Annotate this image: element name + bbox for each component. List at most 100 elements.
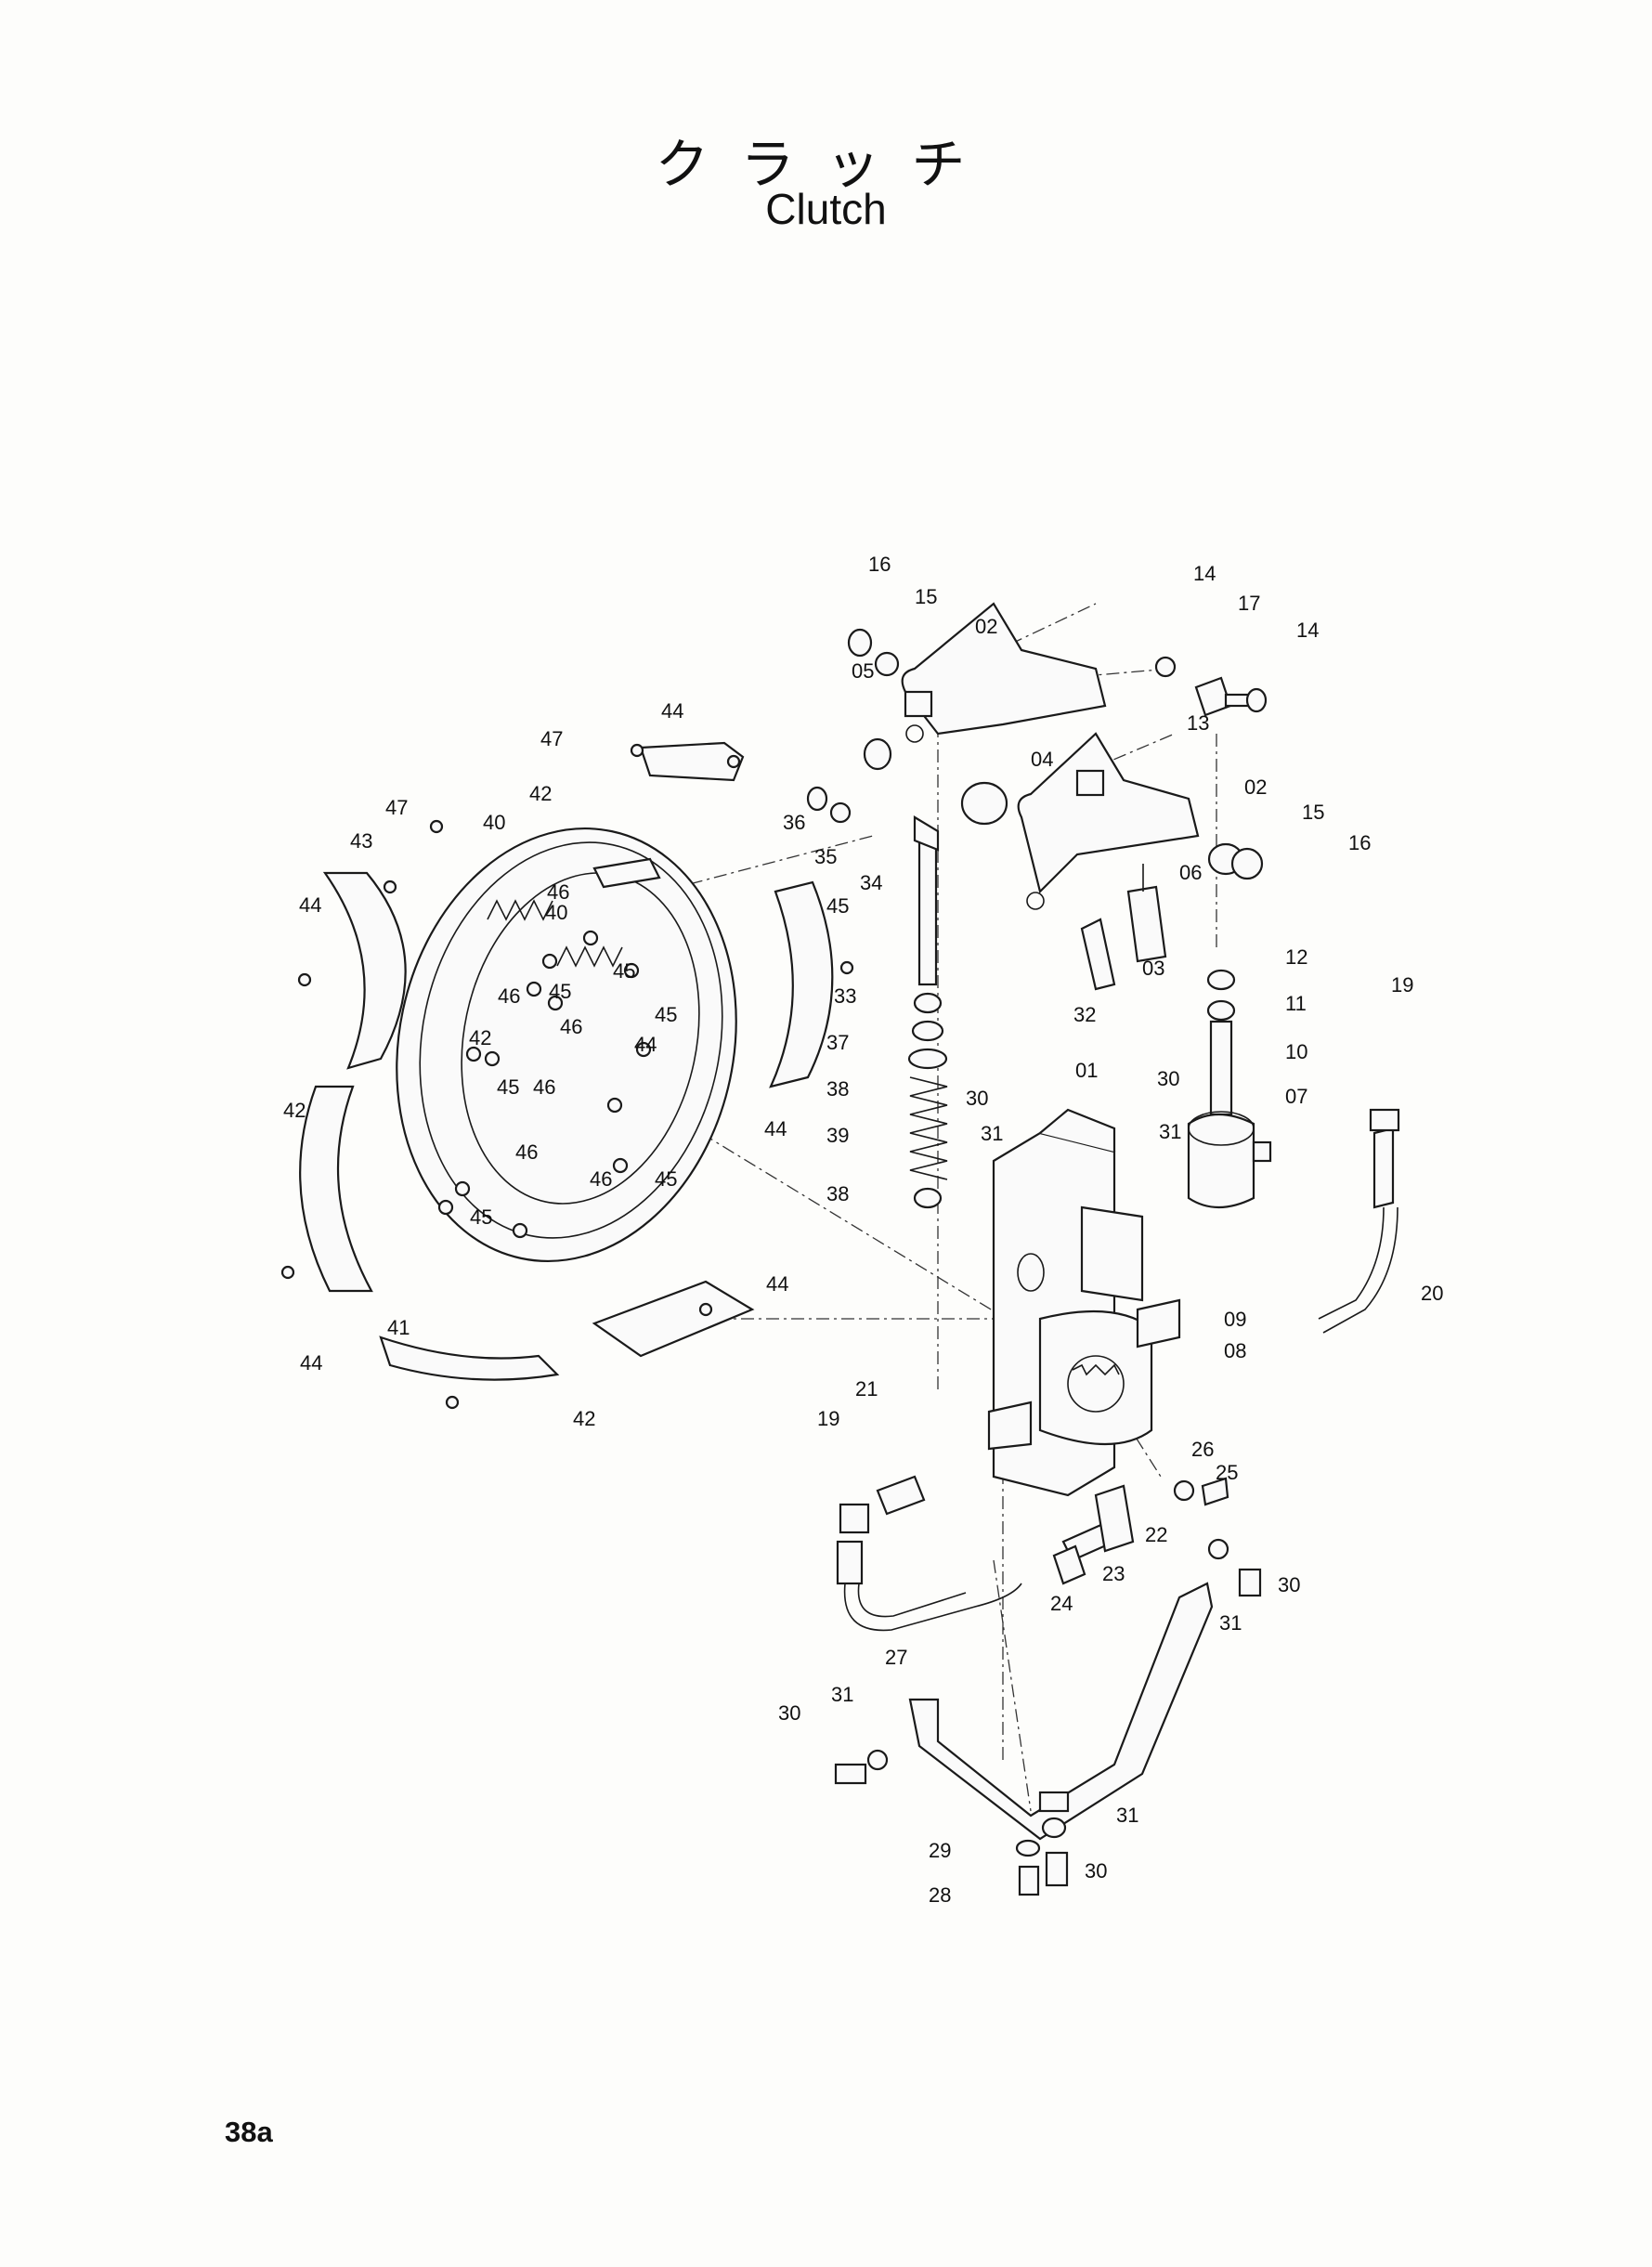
callout-38: 38 (826, 1182, 849, 1205)
callout-03: 03 (1142, 957, 1164, 980)
title-japanese: クラッチ (655, 133, 997, 196)
return-springs (487, 899, 623, 968)
callout-21: 21 (855, 1377, 878, 1401)
callout-15: 15 (1302, 801, 1324, 824)
callout-45: 45 (655, 1167, 677, 1191)
callout-16: 16 (1348, 831, 1371, 854)
callout-46: 46 (498, 984, 520, 1008)
callout-45: 45 (549, 980, 571, 1003)
callout-44: 44 (634, 1033, 657, 1056)
callout-44: 44 (299, 893, 321, 917)
callout-45: 45 (826, 894, 849, 918)
pedal-frame (834, 1538, 1262, 1896)
callout-07: 07 (1285, 1085, 1307, 1108)
callout-38: 38 (826, 1077, 849, 1101)
hose-right (1318, 1108, 1400, 1334)
callout-30: 30 (966, 1087, 988, 1110)
callout-15: 15 (915, 585, 937, 608)
title-english: Clutch (765, 185, 887, 233)
callout-11: 11 (1285, 992, 1307, 1015)
callout-32: 32 (1073, 1003, 1096, 1026)
callout-40: 40 (483, 811, 505, 834)
callout-13: 13 (1187, 711, 1209, 735)
callout-46: 46 (515, 1140, 538, 1164)
callout-14: 14 (1296, 619, 1319, 642)
fasteners-drum (280, 743, 854, 1410)
callout-36: 36 (783, 811, 805, 834)
callout-45: 45 (497, 1075, 519, 1099)
callout-31: 31 (1159, 1120, 1181, 1143)
lever-upper (901, 602, 1107, 743)
callout-16: 16 (868, 553, 891, 576)
callout-46: 46 (547, 880, 569, 904)
callout-26: 26 (1191, 1438, 1214, 1461)
callout-46: 46 (590, 1167, 612, 1191)
callout-46: 46 (533, 1075, 555, 1099)
callout-44: 44 (300, 1351, 322, 1375)
callout-04: 04 (1031, 748, 1053, 771)
pins-22-26 (1052, 1477, 1229, 1585)
brake-shoes (299, 741, 834, 1381)
clutch-drum (396, 827, 737, 1262)
callout-02: 02 (975, 615, 997, 638)
callout-40: 40 (545, 901, 567, 924)
callout-31: 31 (1116, 1804, 1138, 1827)
callout-44: 44 (764, 1117, 787, 1140)
callout-05: 05 (852, 659, 874, 683)
callout-45: 45 (655, 1003, 677, 1026)
callout-43: 43 (350, 829, 372, 853)
callout-28: 28 (929, 1883, 951, 1907)
callout-42: 42 (529, 782, 552, 805)
callout-45: 45 (613, 959, 635, 983)
callout-42: 42 (283, 1099, 306, 1122)
callout-46: 46 (560, 1015, 582, 1038)
hardware-top (847, 628, 1268, 991)
callout-19: 19 (1391, 973, 1413, 997)
callout-41: 41 (387, 1316, 410, 1339)
callout-labels: 16 15 02 05 14 17 14 13 04 02 15 16 06 03 36 35 34 33 32 12… (283, 553, 1443, 1907)
callout-47: 47 (540, 727, 563, 750)
callout-08: 08 (1224, 1339, 1246, 1362)
callout-37: 37 (826, 1031, 849, 1054)
callout-35: 35 (814, 845, 837, 868)
callout-33: 33 (834, 984, 856, 1008)
cylinder-assembly (1187, 969, 1272, 1208)
callout-06: 06 (1179, 861, 1202, 884)
callout-42: 42 (469, 1026, 491, 1049)
page-number: 38a (225, 2116, 273, 2148)
callout-27: 27 (885, 1646, 907, 1669)
lever-lower (1017, 732, 1200, 910)
callout-10: 10 (1285, 1040, 1307, 1063)
callout-01: 01 (1075, 1059, 1098, 1082)
callout-42: 42 (573, 1407, 595, 1430)
main-bracket (987, 1108, 1181, 1497)
callout-14: 14 (1193, 562, 1216, 585)
callout-25: 25 (1216, 1461, 1238, 1484)
callout-12: 12 (1285, 945, 1307, 969)
callout-29: 29 (929, 1839, 951, 1862)
callout-30: 30 (1278, 1573, 1300, 1596)
callout-34: 34 (860, 871, 882, 894)
callout-09: 09 (1224, 1308, 1246, 1331)
callout-44: 44 (661, 699, 683, 723)
spring-rod-assembly (806, 786, 948, 1209)
callout-20: 20 (1421, 1282, 1443, 1305)
hose-left (836, 1475, 1022, 1632)
callout-31: 31 (1219, 1611, 1242, 1635)
callout-39: 39 (826, 1124, 849, 1147)
callout-31: 31 (981, 1122, 1003, 1145)
callout-17: 17 (1238, 592, 1260, 615)
callout-30: 30 (1157, 1067, 1179, 1090)
callout-45: 45 (470, 1205, 492, 1229)
callout-24: 24 (1050, 1592, 1073, 1615)
callout-02: 02 (1244, 775, 1267, 799)
callout-30: 30 (778, 1701, 800, 1725)
callout-19: 19 (817, 1407, 839, 1430)
callout-23: 23 (1102, 1562, 1125, 1585)
callout-44: 44 (766, 1272, 788, 1296)
callout-47: 47 (385, 796, 408, 819)
callout-22: 22 (1145, 1523, 1167, 1546)
callout-30: 30 (1085, 1859, 1107, 1883)
